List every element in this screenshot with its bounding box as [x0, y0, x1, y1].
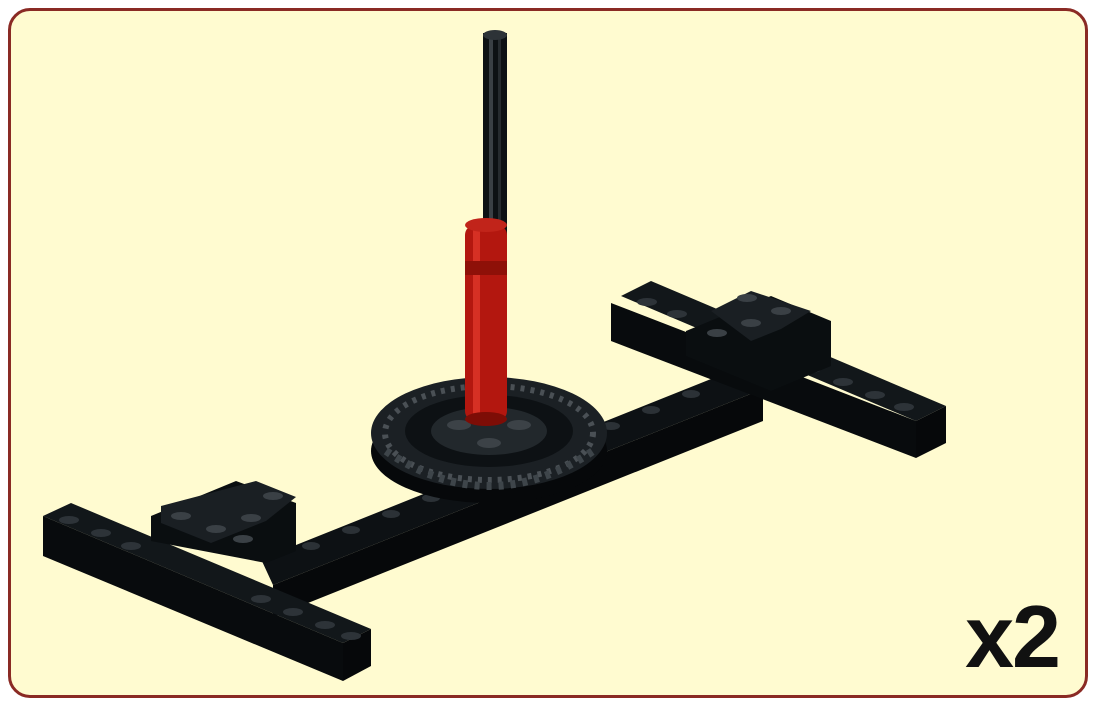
red-axle-connector — [465, 218, 507, 426]
model-illustration — [11, 11, 1088, 698]
quantity-label: x2 — [965, 593, 1059, 681]
axle — [483, 30, 507, 243]
instruction-step-panel: x2 — [8, 8, 1088, 698]
